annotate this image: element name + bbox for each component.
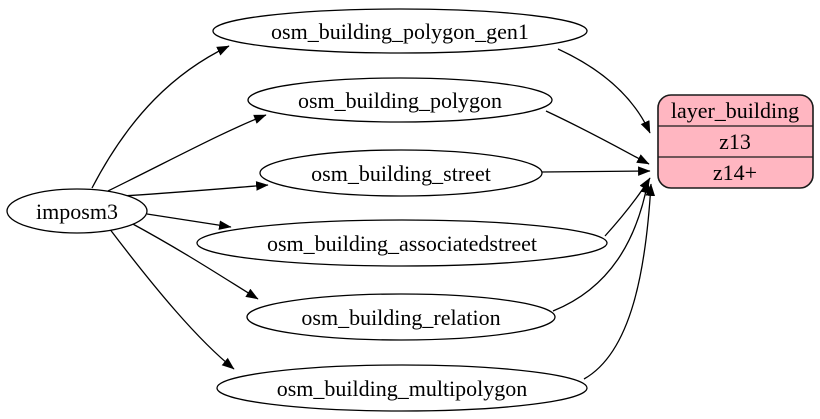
- edge-associatedstreet-to-layer-building-z14: [604, 177, 651, 237]
- polygon-ellipse: [247, 77, 553, 123]
- multipolygon-ellipse: [216, 364, 588, 412]
- edge-multipolygon-to-layer-building-z14: [583, 183, 656, 380]
- imposm3-label: imposm3: [36, 199, 118, 224]
- edge-imposm3-to-osm-building-associatedstreet: [146, 213, 232, 230]
- associatedstreet-label: osm_building_associatedstreet: [267, 231, 537, 256]
- edge-imposm3-to-osm-building-polygon: [107, 114, 267, 192]
- layer-building-row-z13: z13: [719, 129, 751, 154]
- gen1-label: osm_building_polygon_gen1: [271, 19, 529, 44]
- edge-imposm3-to-osm-building-polygon-gen1: [91, 45, 230, 189]
- layer-building-row-z14plus: z14+: [713, 160, 757, 185]
- street-label: osm_building_street: [311, 161, 491, 186]
- node-layer-building: layer_building z13 z14+: [657, 94, 814, 189]
- edge-relation-to-layer-building-z14: [552, 180, 651, 312]
- edge-polygon-to-layer-building-z14: [545, 110, 650, 165]
- gen1-ellipse: [212, 8, 588, 54]
- layer-building-box: [657, 94, 814, 189]
- layer-building-title: layer_building: [671, 98, 799, 123]
- node-osm-building-associatedstreet: osm_building_associatedstreet: [196, 219, 608, 267]
- edge-imposm3-to-osm-building-multipolygon: [108, 227, 235, 370]
- street-ellipse: [259, 149, 543, 197]
- imposm3-ellipse: [6, 188, 148, 234]
- relation-label: osm_building_relation: [301, 305, 500, 330]
- node-osm-building-multipolygon: osm_building_multipolygon: [216, 364, 588, 412]
- node-osm-building-street: osm_building_street: [259, 149, 543, 197]
- node-osm-building-polygon-gen1: osm_building_polygon_gen1: [212, 8, 588, 54]
- node-imposm3: imposm3: [6, 188, 148, 234]
- polygon-label: osm_building_polygon: [298, 88, 502, 113]
- edge-group-to-layer: [541, 48, 656, 380]
- edge-imposm3-to-osm-building-street: [121, 181, 269, 197]
- edge-street-to-layer-building-z14: [541, 166, 651, 176]
- relation-ellipse: [246, 293, 556, 341]
- associatedstreet-ellipse: [196, 219, 608, 267]
- edge-gen1-to-layer-building-z13: [557, 48, 651, 134]
- edge-imposm3-to-osm-building-relation: [130, 222, 259, 300]
- node-osm-building-polygon: osm_building_polygon: [247, 77, 553, 123]
- node-osm-building-relation: osm_building_relation: [246, 293, 556, 341]
- edge-group: [91, 45, 269, 370]
- multipolygon-label: osm_building_multipolygon: [277, 376, 528, 401]
